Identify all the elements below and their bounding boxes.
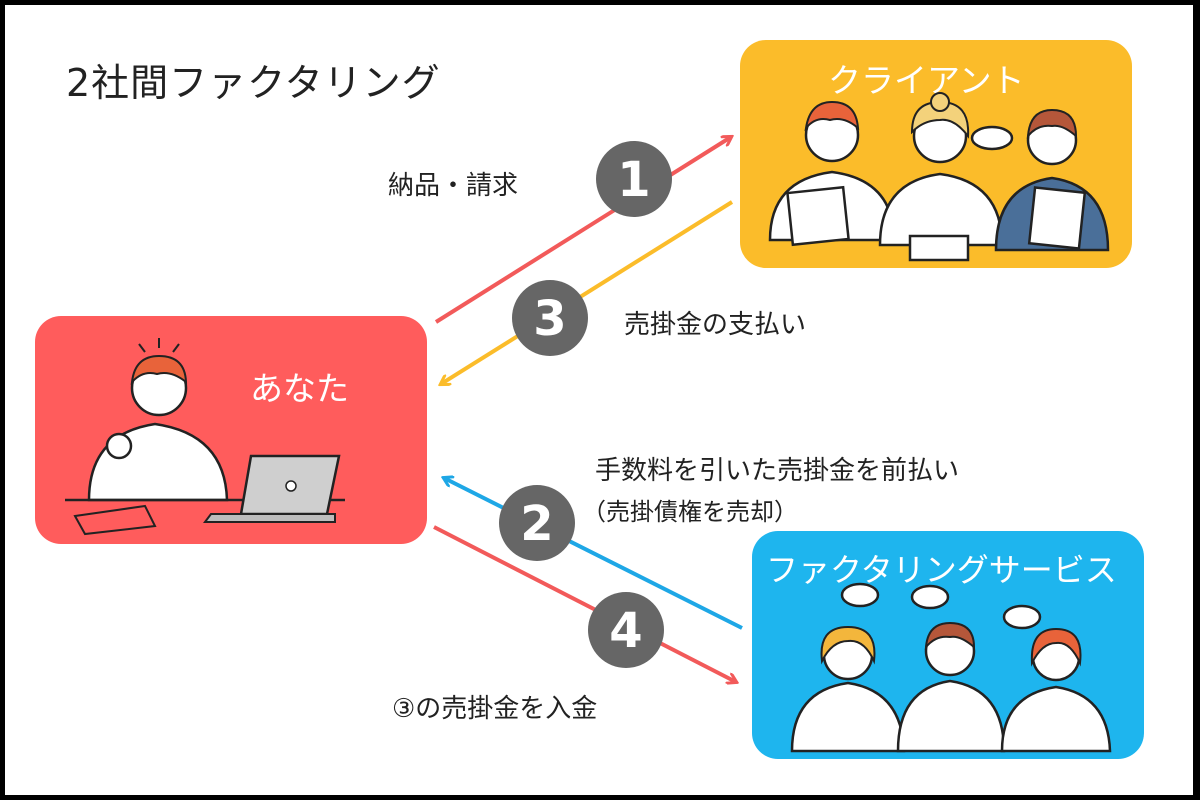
client-people-illustration	[768, 92, 1110, 262]
diagram-title: 2社間ファクタリング	[66, 61, 441, 105]
arrow-step-4	[433, 525, 736, 682]
step-1-number: 1	[617, 152, 650, 208]
step-2-number: 2	[520, 496, 553, 552]
step-4-number: 4	[609, 603, 642, 659]
step-3-label: 売掛金の支払い	[624, 310, 807, 340]
step-3-badge: 3	[512, 280, 588, 356]
step-4-badge: 4	[588, 592, 664, 668]
client-box: クライアント	[740, 40, 1132, 268]
factoring-person-1	[790, 582, 906, 753]
factoring-person-3	[1000, 604, 1112, 753]
factoring-people-illustration	[790, 582, 1112, 753]
you-person-illustration	[65, 338, 345, 536]
step-4-label: ③の売掛金を入金	[392, 694, 598, 724]
client-person-1	[768, 100, 896, 247]
you-box-title: あなた	[250, 369, 349, 408]
factoring-person-2	[896, 584, 1006, 753]
arrow-step-3	[441, 200, 734, 384]
factoring-service-box: ファクタリングサービス	[752, 531, 1144, 759]
step-2-sublabel: （売掛債権を売却）	[582, 498, 798, 526]
client-box-title: クライアント	[828, 61, 1025, 100]
step-3-number: 3	[533, 291, 566, 347]
arrow-step-1	[434, 137, 731, 324]
factoring-service-box-title: ファクタリングサービス	[766, 551, 1117, 589]
step-1-label: 納品・請求	[388, 171, 519, 201]
you-person	[65, 338, 345, 536]
step-1-badge: 1	[596, 141, 672, 217]
step-2-badge: 2	[499, 485, 575, 561]
you-box: あなた	[35, 316, 427, 544]
arrow-step-2	[444, 478, 743, 630]
client-person-3	[994, 108, 1110, 252]
client-person-2	[878, 92, 1014, 262]
step-2-label: 手数料を引いた売掛金を前払い	[595, 456, 960, 486]
